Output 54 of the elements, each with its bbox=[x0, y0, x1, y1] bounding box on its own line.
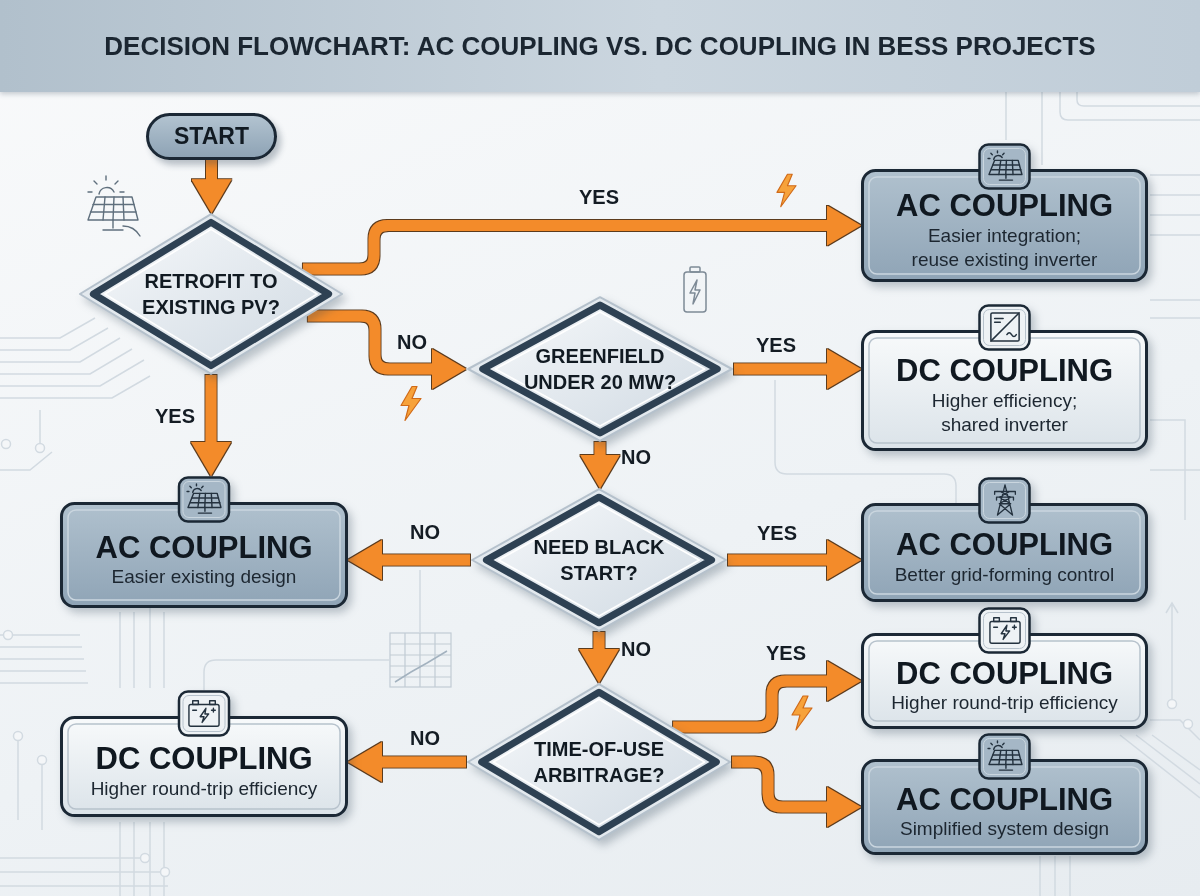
result-box bbox=[861, 304, 1148, 451]
result-box bbox=[861, 733, 1148, 855]
decision-diamond bbox=[78, 213, 344, 375]
arrow bbox=[191, 375, 231, 476]
decision-question: NEED BLACK START? bbox=[532, 535, 666, 586]
result-box bbox=[60, 690, 348, 817]
arrow bbox=[732, 756, 861, 827]
result-description: Easier integration; reuse existing inverter bbox=[910, 224, 1099, 272]
result-description: Higher round-trip efficiency bbox=[90, 777, 318, 801]
arrow bbox=[673, 661, 861, 733]
result-description: Higher round-trip efficiency bbox=[891, 691, 1118, 716]
result-box bbox=[861, 477, 1148, 602]
result-description: Simplified system design bbox=[899, 817, 1110, 842]
arrow bbox=[348, 540, 470, 580]
result-description: Easier existing design bbox=[111, 565, 297, 590]
diagram-title: DECISION FLOWCHART: AC COUPLING VS. DC COUPLING IN BESS PROJECTS bbox=[104, 30, 1096, 62]
terminal-pill bbox=[146, 113, 277, 160]
result-title: AC COUPLING bbox=[896, 189, 1113, 225]
edge-label: YES bbox=[757, 521, 797, 545]
arrow bbox=[307, 310, 466, 389]
edge-label: YES bbox=[756, 333, 796, 357]
decision-question: TIME-OF-USE ARBITRAGE? bbox=[532, 737, 666, 788]
decision-diamond bbox=[466, 683, 732, 841]
result-description: Higher efficiency; shared inverter bbox=[930, 389, 1079, 437]
result-description: Better grid-forming control bbox=[894, 563, 1115, 587]
terminal-text: START bbox=[174, 123, 249, 150]
result-box bbox=[60, 476, 348, 608]
edge-label: NO bbox=[621, 445, 651, 469]
arrow bbox=[191, 160, 232, 214]
result-title: DC COUPLING bbox=[95, 742, 313, 777]
result-title: AC COUPLING bbox=[896, 528, 1113, 563]
decision-question: RETROFIT TO EXISTING PV? bbox=[141, 269, 281, 320]
arrow bbox=[734, 349, 861, 389]
edge-label: YES bbox=[766, 641, 806, 665]
result-title: AC COUPLING bbox=[896, 782, 1113, 818]
result-title: DC COUPLING bbox=[896, 656, 1113, 692]
edge-label: NO bbox=[410, 520, 440, 544]
edge-label: NO bbox=[397, 330, 427, 354]
result-box bbox=[861, 607, 1148, 729]
arrow bbox=[728, 540, 861, 580]
arrow bbox=[348, 742, 466, 782]
arrow bbox=[580, 442, 620, 489]
arrow bbox=[302, 205, 861, 275]
decision-question: GREENFIELD UNDER 20 MW? bbox=[522, 344, 678, 395]
edge-label: YES bbox=[579, 185, 619, 209]
edge-label: YES bbox=[155, 404, 195, 428]
result-box bbox=[861, 143, 1148, 282]
result-title: AC COUPLING bbox=[95, 530, 313, 566]
edge-label: NO bbox=[410, 726, 440, 750]
edge-label: NO bbox=[621, 637, 651, 661]
decision-diamond bbox=[470, 488, 728, 632]
decision-diamond bbox=[466, 296, 734, 442]
result-title: DC COUPLING bbox=[896, 354, 1113, 390]
arrow bbox=[579, 632, 619, 683]
